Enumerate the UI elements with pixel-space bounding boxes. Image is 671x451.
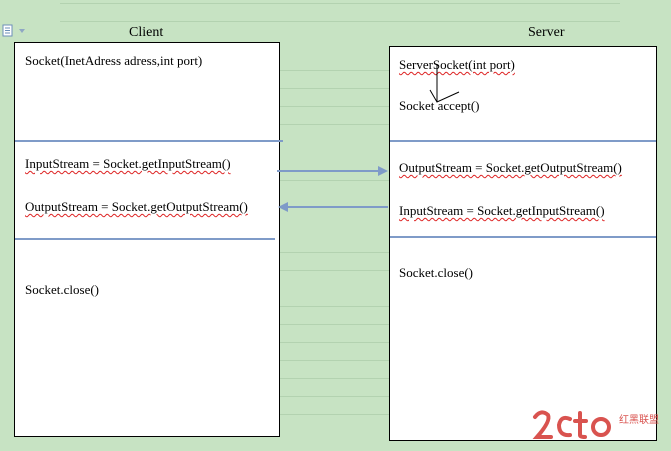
page-icon[interactable]	[2, 24, 28, 43]
grid-line	[60, 306, 620, 307]
server-separator-top	[390, 140, 656, 142]
server-title: Server	[528, 25, 565, 40]
client-socket-constructor: Socket(InetAdress adress,int port)	[25, 53, 203, 68]
grid-line	[60, 252, 620, 253]
server-separator-bottom	[390, 236, 656, 238]
server-accept: Socket accept()	[399, 98, 480, 113]
grid-line	[60, 270, 620, 271]
grid-line	[60, 180, 620, 181]
accept-pointer-mark	[429, 64, 460, 103]
server-close: Socket.close()	[399, 265, 474, 280]
grid-line	[60, 324, 620, 325]
grid-line	[60, 360, 620, 361]
server-output-stream: OutputStream = Socket.getOutputStream()	[399, 160, 622, 175]
grid-line	[60, 106, 620, 107]
client-output-stream: OutputStream = Socket.getOutputStream()	[25, 199, 248, 214]
watermark-tagline: 红黑联盟	[619, 415, 659, 426]
grid-line	[60, 396, 620, 397]
grid-line	[60, 378, 620, 379]
server-box: ServerSocket(int port) Socket accept() O…	[389, 46, 657, 441]
grid-line	[60, 3, 620, 4]
client-separator-top	[15, 140, 283, 142]
arrow-client-to-server	[277, 166, 388, 176]
grid-line	[60, 88, 620, 89]
grid-line	[60, 342, 620, 343]
client-title: Client	[129, 25, 164, 40]
watermark-2cto-mark	[532, 410, 611, 439]
watermark-logo: 红黑联盟	[531, 405, 659, 450]
client-close: Socket.close()	[25, 282, 100, 297]
grid-line	[60, 414, 620, 415]
arrow-server-to-client	[278, 202, 388, 212]
client-separator-bottom	[15, 238, 275, 240]
grid-line	[60, 21, 620, 22]
server-socket-constructor: ServerSocket(int port)	[399, 57, 515, 72]
grid-line	[60, 124, 620, 125]
server-input-stream: InputStream = Socket.getInputStream()	[399, 203, 605, 218]
grid-line	[60, 70, 620, 71]
client-input-stream: InputStream = Socket.getInputStream()	[25, 156, 231, 171]
